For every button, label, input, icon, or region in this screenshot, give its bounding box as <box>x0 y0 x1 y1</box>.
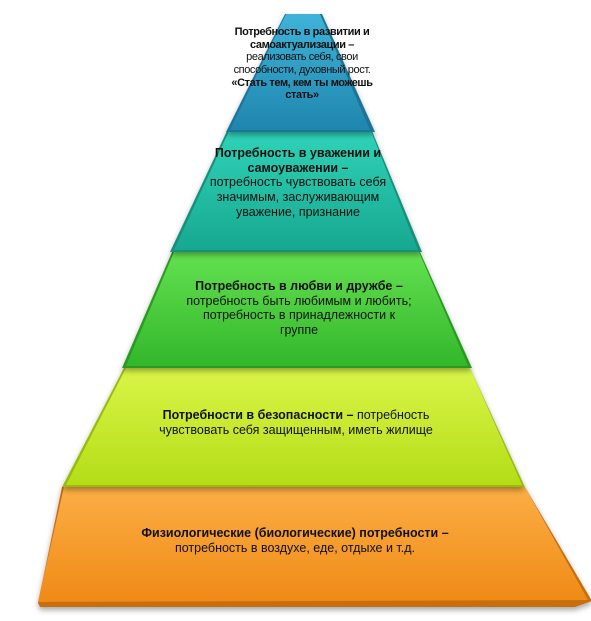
self-actualization-quote: «Стать тем, кем ты можешь стать» <box>231 76 373 102</box>
safety-desc: потребность чувствовать себя защищенным,… <box>159 408 433 437</box>
self-actualization-title: Потребность в развитии и самоактуализаци… <box>234 26 370 51</box>
label-self-actualization: Потребность в развитии и самоактуализаци… <box>222 26 382 102</box>
layer-safety <box>66 368 522 485</box>
love-desc: потребность быть любимым и любить; потре… <box>186 293 412 337</box>
physiological-title: Физиологические (биологические) потребно… <box>141 526 439 540</box>
esteem-desc: потребность чувствовать себя значимым, з… <box>209 175 387 219</box>
safety-title: Потребности в безопасности <box>162 408 344 422</box>
label-physiological: Физиологические (биологические) потребно… <box>130 526 460 555</box>
esteem-dash: – <box>338 160 349 175</box>
layer-self-actualization <box>230 14 370 130</box>
layer-esteem <box>174 131 418 250</box>
self-actualization-dash: – <box>345 38 354 51</box>
label-safety: Потребности в безопасности – потребность… <box>150 408 442 437</box>
layer-physiological <box>38 487 588 602</box>
label-esteem: Потребность в уважении и самоуважении – … <box>208 146 388 219</box>
label-love: Потребность в любви и дружбе – потребнос… <box>186 279 412 338</box>
layer-love <box>126 252 468 366</box>
self-actualization-desc: реализовать себя, свои способности, духо… <box>233 51 371 76</box>
safety-dash: – <box>343 408 354 422</box>
love-title: Потребность в любви и дружбе <box>195 279 393 293</box>
love-dash: – <box>392 279 403 293</box>
esteem-title: Потребность в уважении и самоуважении <box>214 146 382 175</box>
physiological-desc: потребность в воздухе, еде, отдыхе и т.д… <box>174 540 416 555</box>
physiological-dash: – <box>438 526 449 540</box>
